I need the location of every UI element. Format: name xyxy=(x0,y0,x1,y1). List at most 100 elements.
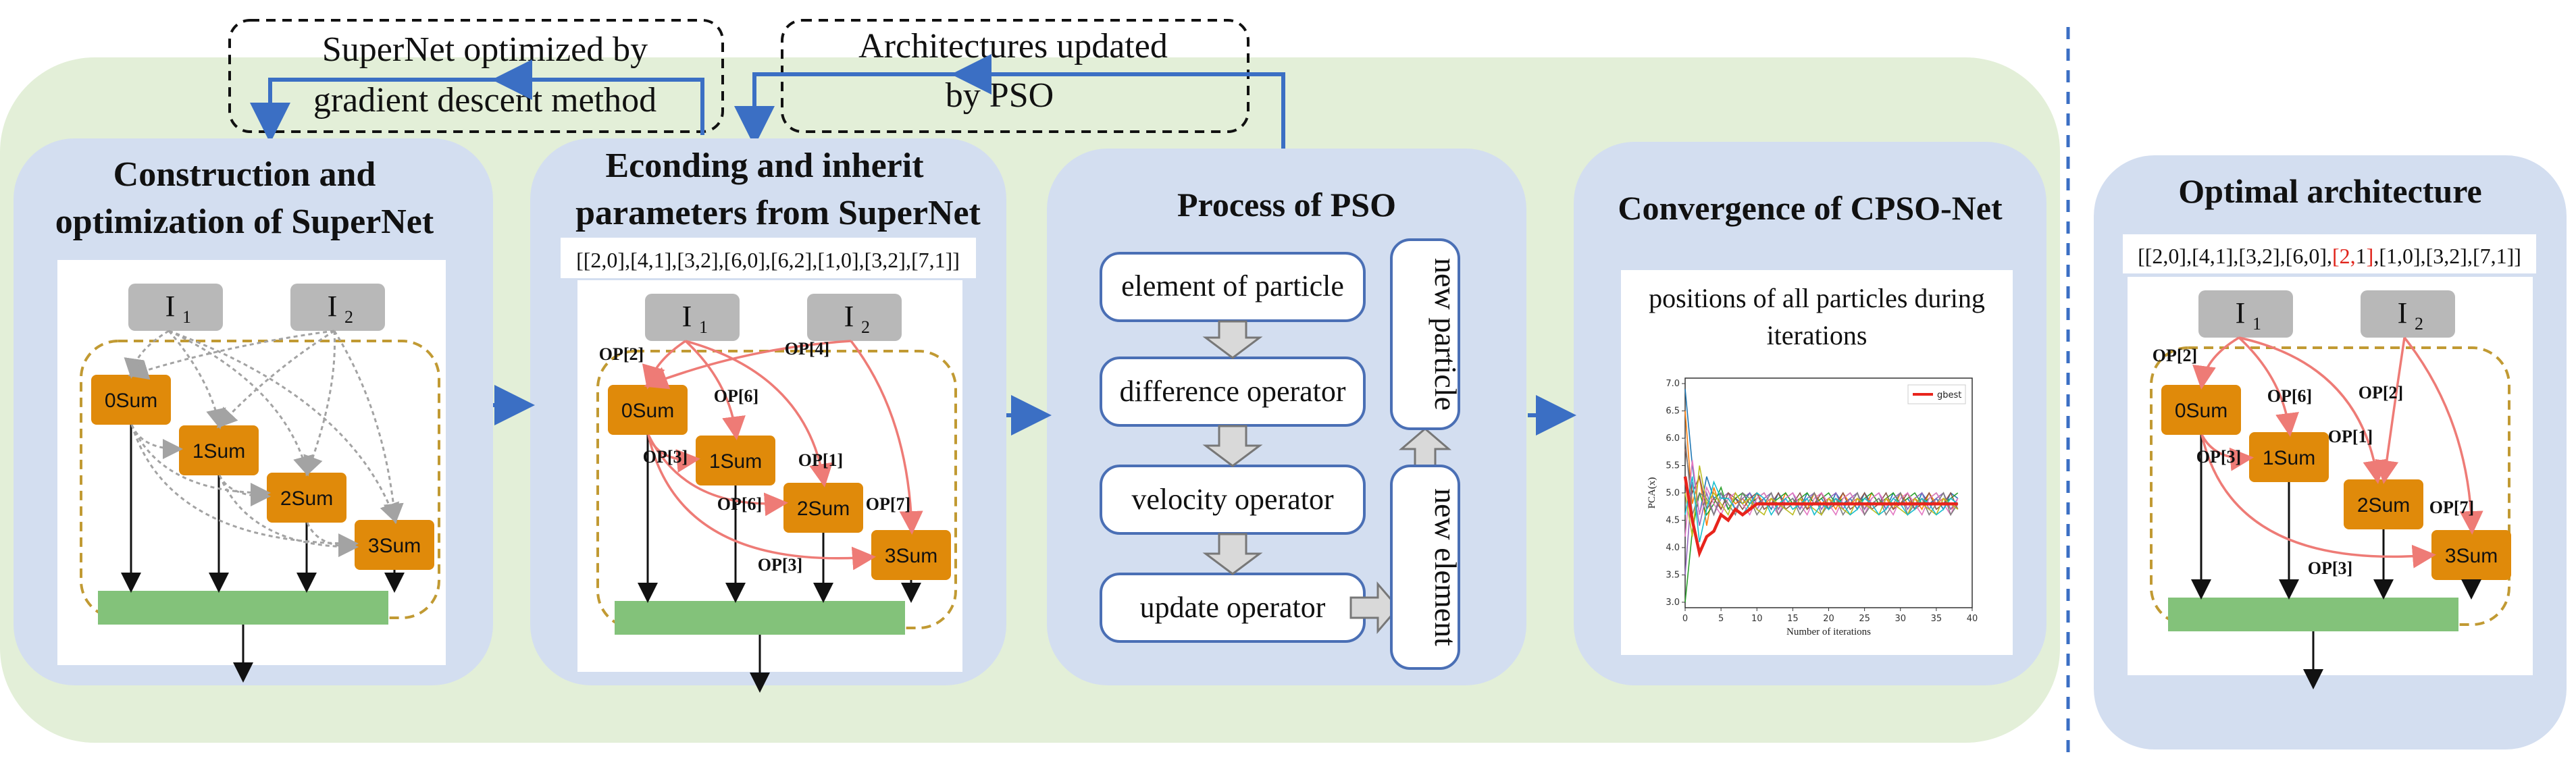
op-label-6: OP[3] xyxy=(2308,558,2352,578)
feedback-arrow-gradient xyxy=(492,59,704,135)
sum-node-2 xyxy=(783,483,863,533)
particle-series-3 xyxy=(1684,481,1959,575)
sum-node-label-3: 3Sum xyxy=(368,535,421,557)
op-label-7: OP[3] xyxy=(758,555,802,575)
sum-node-2 xyxy=(267,473,346,523)
encoding-code-card xyxy=(561,238,976,278)
op-label-5: OP[6] xyxy=(717,494,762,514)
input-node-1 xyxy=(2198,290,2293,338)
sum-node-label-0: 0Sum xyxy=(621,400,674,422)
y-tick-label-7: 6.5 xyxy=(1666,406,1680,417)
optimal-code-suffix: ,[1,0],[3,2],[7,1]] xyxy=(2373,244,2521,268)
graph-edge-7 xyxy=(647,434,876,571)
x-tick-label-3: 15 xyxy=(1787,614,1799,624)
op-label-3: OP[3] xyxy=(2196,447,2241,467)
sum-node-label-2: 2Sum xyxy=(2357,494,2410,517)
construction-title-line1: Construction and xyxy=(113,155,376,194)
pso-title: Process of PSO xyxy=(1177,186,1396,223)
input-node-1 xyxy=(128,284,223,331)
optimal-code-highlight-b: 1 xyxy=(2356,244,2367,268)
input-node-1 xyxy=(645,294,740,341)
input-label-2: I xyxy=(2398,296,2408,330)
graph-edge-1 xyxy=(168,330,226,429)
pso-new-particle-label: new particle xyxy=(1428,258,1463,411)
sum-node-0 xyxy=(91,375,171,425)
input-label-2: I xyxy=(328,290,338,323)
graph-edge-3 xyxy=(168,330,399,524)
input-sub-2: 2 xyxy=(344,307,353,327)
cell-dashed-boundary xyxy=(596,350,957,629)
sum-node-0 xyxy=(2161,385,2241,435)
y-tick-label-5: 5.5 xyxy=(1666,461,1680,471)
sum-node-2 xyxy=(2344,479,2423,529)
note-supernet-box xyxy=(228,19,724,133)
input-label-2: I xyxy=(844,300,854,333)
cell-output-bar xyxy=(2168,598,2458,631)
optimal-code-card xyxy=(2123,234,2536,273)
graph-edge-13 xyxy=(306,522,359,557)
op-label-1: OP[6] xyxy=(2267,386,2312,406)
sum-node-3 xyxy=(355,520,434,570)
op-label-0: OP[2] xyxy=(2153,346,2197,365)
y-tick-label-6: 6.0 xyxy=(1666,433,1680,444)
graph-edge-0 xyxy=(2192,336,2240,390)
cell-dashed-boundary xyxy=(80,340,440,619)
input-sub-1: 1 xyxy=(182,307,191,327)
optimal-code-prefix: [[2,0],[4,1],[3,2],[6,0], xyxy=(2138,244,2332,268)
pso-step-element-label: element of particle xyxy=(1121,269,1344,302)
graph-edge-2 xyxy=(684,340,746,440)
feedback-arrow-pso xyxy=(951,54,1285,149)
encoding-title-line2: parameters from SuperNet xyxy=(575,194,981,232)
graph-edge-10 xyxy=(130,424,359,554)
sum-node-3 xyxy=(871,530,951,580)
graph-edge-8 xyxy=(130,424,183,459)
graph-edge-4 xyxy=(2238,336,2387,484)
legend-label-gbest: gbest xyxy=(1937,390,1961,400)
x-tick-label-0: 0 xyxy=(1682,614,1688,624)
x-tick-label-2: 10 xyxy=(1751,614,1763,624)
y-tick-label-8: 7.0 xyxy=(1666,379,1680,389)
pso-new-particle-box xyxy=(1390,238,1460,430)
input-label-1: I xyxy=(2236,296,2246,330)
y-tick-label-0: 3.0 xyxy=(1666,598,1680,608)
graph-edge-6 xyxy=(303,330,336,477)
op-label-4: OP[1] xyxy=(798,450,843,470)
optimal-code: [[2,0],[4,1],[3,2],[6,0],[2,1],[1,0],[3,… xyxy=(2138,244,2521,268)
graph-edge-1 xyxy=(2238,336,2299,437)
op-label-2: OP[6] xyxy=(714,386,758,406)
input-sub-1: 1 xyxy=(699,317,708,337)
pso-step-difference-label: difference operator xyxy=(1119,375,1345,408)
cell-output-bar xyxy=(98,591,388,625)
input-label-1: I xyxy=(682,300,692,333)
sum-node-0 xyxy=(608,385,688,435)
graph-edge-5 xyxy=(216,330,335,429)
input-sub-1: 1 xyxy=(2252,314,2261,334)
graph-edge-3 xyxy=(685,340,833,488)
x-tick-label-5: 25 xyxy=(1859,614,1870,624)
sum-node-label-3: 3Sum xyxy=(885,545,937,567)
op-label-4: OP[1] xyxy=(2328,427,2373,446)
pso-down-arrow-2 xyxy=(1202,425,1263,467)
pso-new-element-label: new element xyxy=(1428,488,1463,646)
y-tick-label-1: 3.5 xyxy=(1666,570,1680,580)
optimal-title: Optimal architecture xyxy=(2178,172,2481,210)
graph-edge-6 xyxy=(647,434,788,517)
x-tick-label-7: 35 xyxy=(1931,614,1942,624)
optimal-code-highlight-c: ] xyxy=(2367,244,2374,268)
graph-edge-2 xyxy=(168,330,313,477)
x-tick-label-6: 30 xyxy=(1895,614,1906,624)
op-label-5: OP[7] xyxy=(2429,498,2474,517)
graph-edge-4 xyxy=(128,330,335,380)
graph-edge-9 xyxy=(130,424,271,503)
convergence-title: Convergence of CPSO-Net xyxy=(1618,189,2003,227)
input-node-2 xyxy=(2361,290,2455,338)
sum-node-1 xyxy=(179,425,259,475)
op-label-0: OP[2] xyxy=(599,344,644,364)
gbest-series xyxy=(1683,476,1958,558)
pso-step-update-label: update operator xyxy=(1140,591,1326,624)
feedback-arrow-gradient-down xyxy=(250,78,500,143)
sum-node-label-2: 2Sum xyxy=(280,488,333,510)
graph-edge-5 xyxy=(2403,336,2483,535)
